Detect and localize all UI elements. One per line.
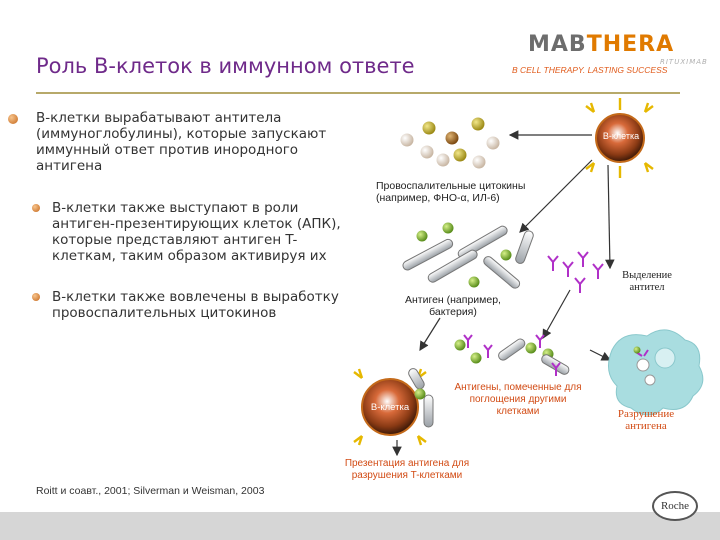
bcell-top [585, 98, 654, 178]
arrow-destruction [589, 349, 612, 361]
bcell-bottom [353, 368, 434, 446]
logo-text-left: MAB [528, 32, 587, 57]
destruction-label: Разрушение антигена [617, 408, 675, 432]
citation: Roitt и соавт., 2001; Silverman и Weisma… [36, 485, 265, 497]
footer-bar [0, 512, 720, 540]
header-divider [36, 92, 680, 94]
logo-text-right: THERA [586, 32, 675, 57]
brand-logo: MABTHERA RITUXIMAB [528, 32, 707, 66]
logo-subtitle: RITUXIMAB [660, 58, 708, 66]
arrow-to-bcell [419, 317, 441, 352]
page-title: Роль B-клеток в иммунном ответе [36, 54, 415, 78]
bullet-text-2: B-клетки также выступают в роли антиген-… [52, 200, 341, 264]
arrow-bcell-antigen [519, 159, 593, 233]
presentation-label: Презентация антигена для разрушения T-кл… [344, 458, 470, 481]
tagged-antigens [454, 334, 570, 376]
bullet-text-1: B-клетки вырабатывают антитела (иммуногл… [36, 110, 327, 174]
bullet-icon [8, 114, 18, 124]
bullet-icon [32, 293, 40, 301]
arrow-antibody-release [605, 164, 615, 270]
antibody-release-label: Выделение антител [622, 270, 672, 293]
macrophage-icon [607, 329, 704, 416]
roche-logo: Roche [652, 491, 698, 521]
tagline: B CELL THERAPY. LASTING SUCCESS [512, 65, 668, 75]
bcell-bottom-label: B-клетка [370, 402, 410, 413]
tagged-antigens-label: Антигены, помеченные для поглощения друг… [454, 382, 582, 417]
antigen-rods [402, 222, 534, 289]
bullet-text-3: B-клетки также вовлечены в выработку про… [52, 289, 339, 321]
antigen-label: Антиген (например, бактерия) [405, 294, 501, 318]
antibodies [547, 251, 604, 293]
arrow-tagging [542, 289, 571, 340]
bcell-top-label: B-клетка [602, 131, 640, 141]
cytokine-spheres [400, 117, 500, 169]
cytokines-label: Провоспалительные цитокины (например, ФН… [376, 180, 526, 204]
bullet-icon [32, 204, 40, 212]
